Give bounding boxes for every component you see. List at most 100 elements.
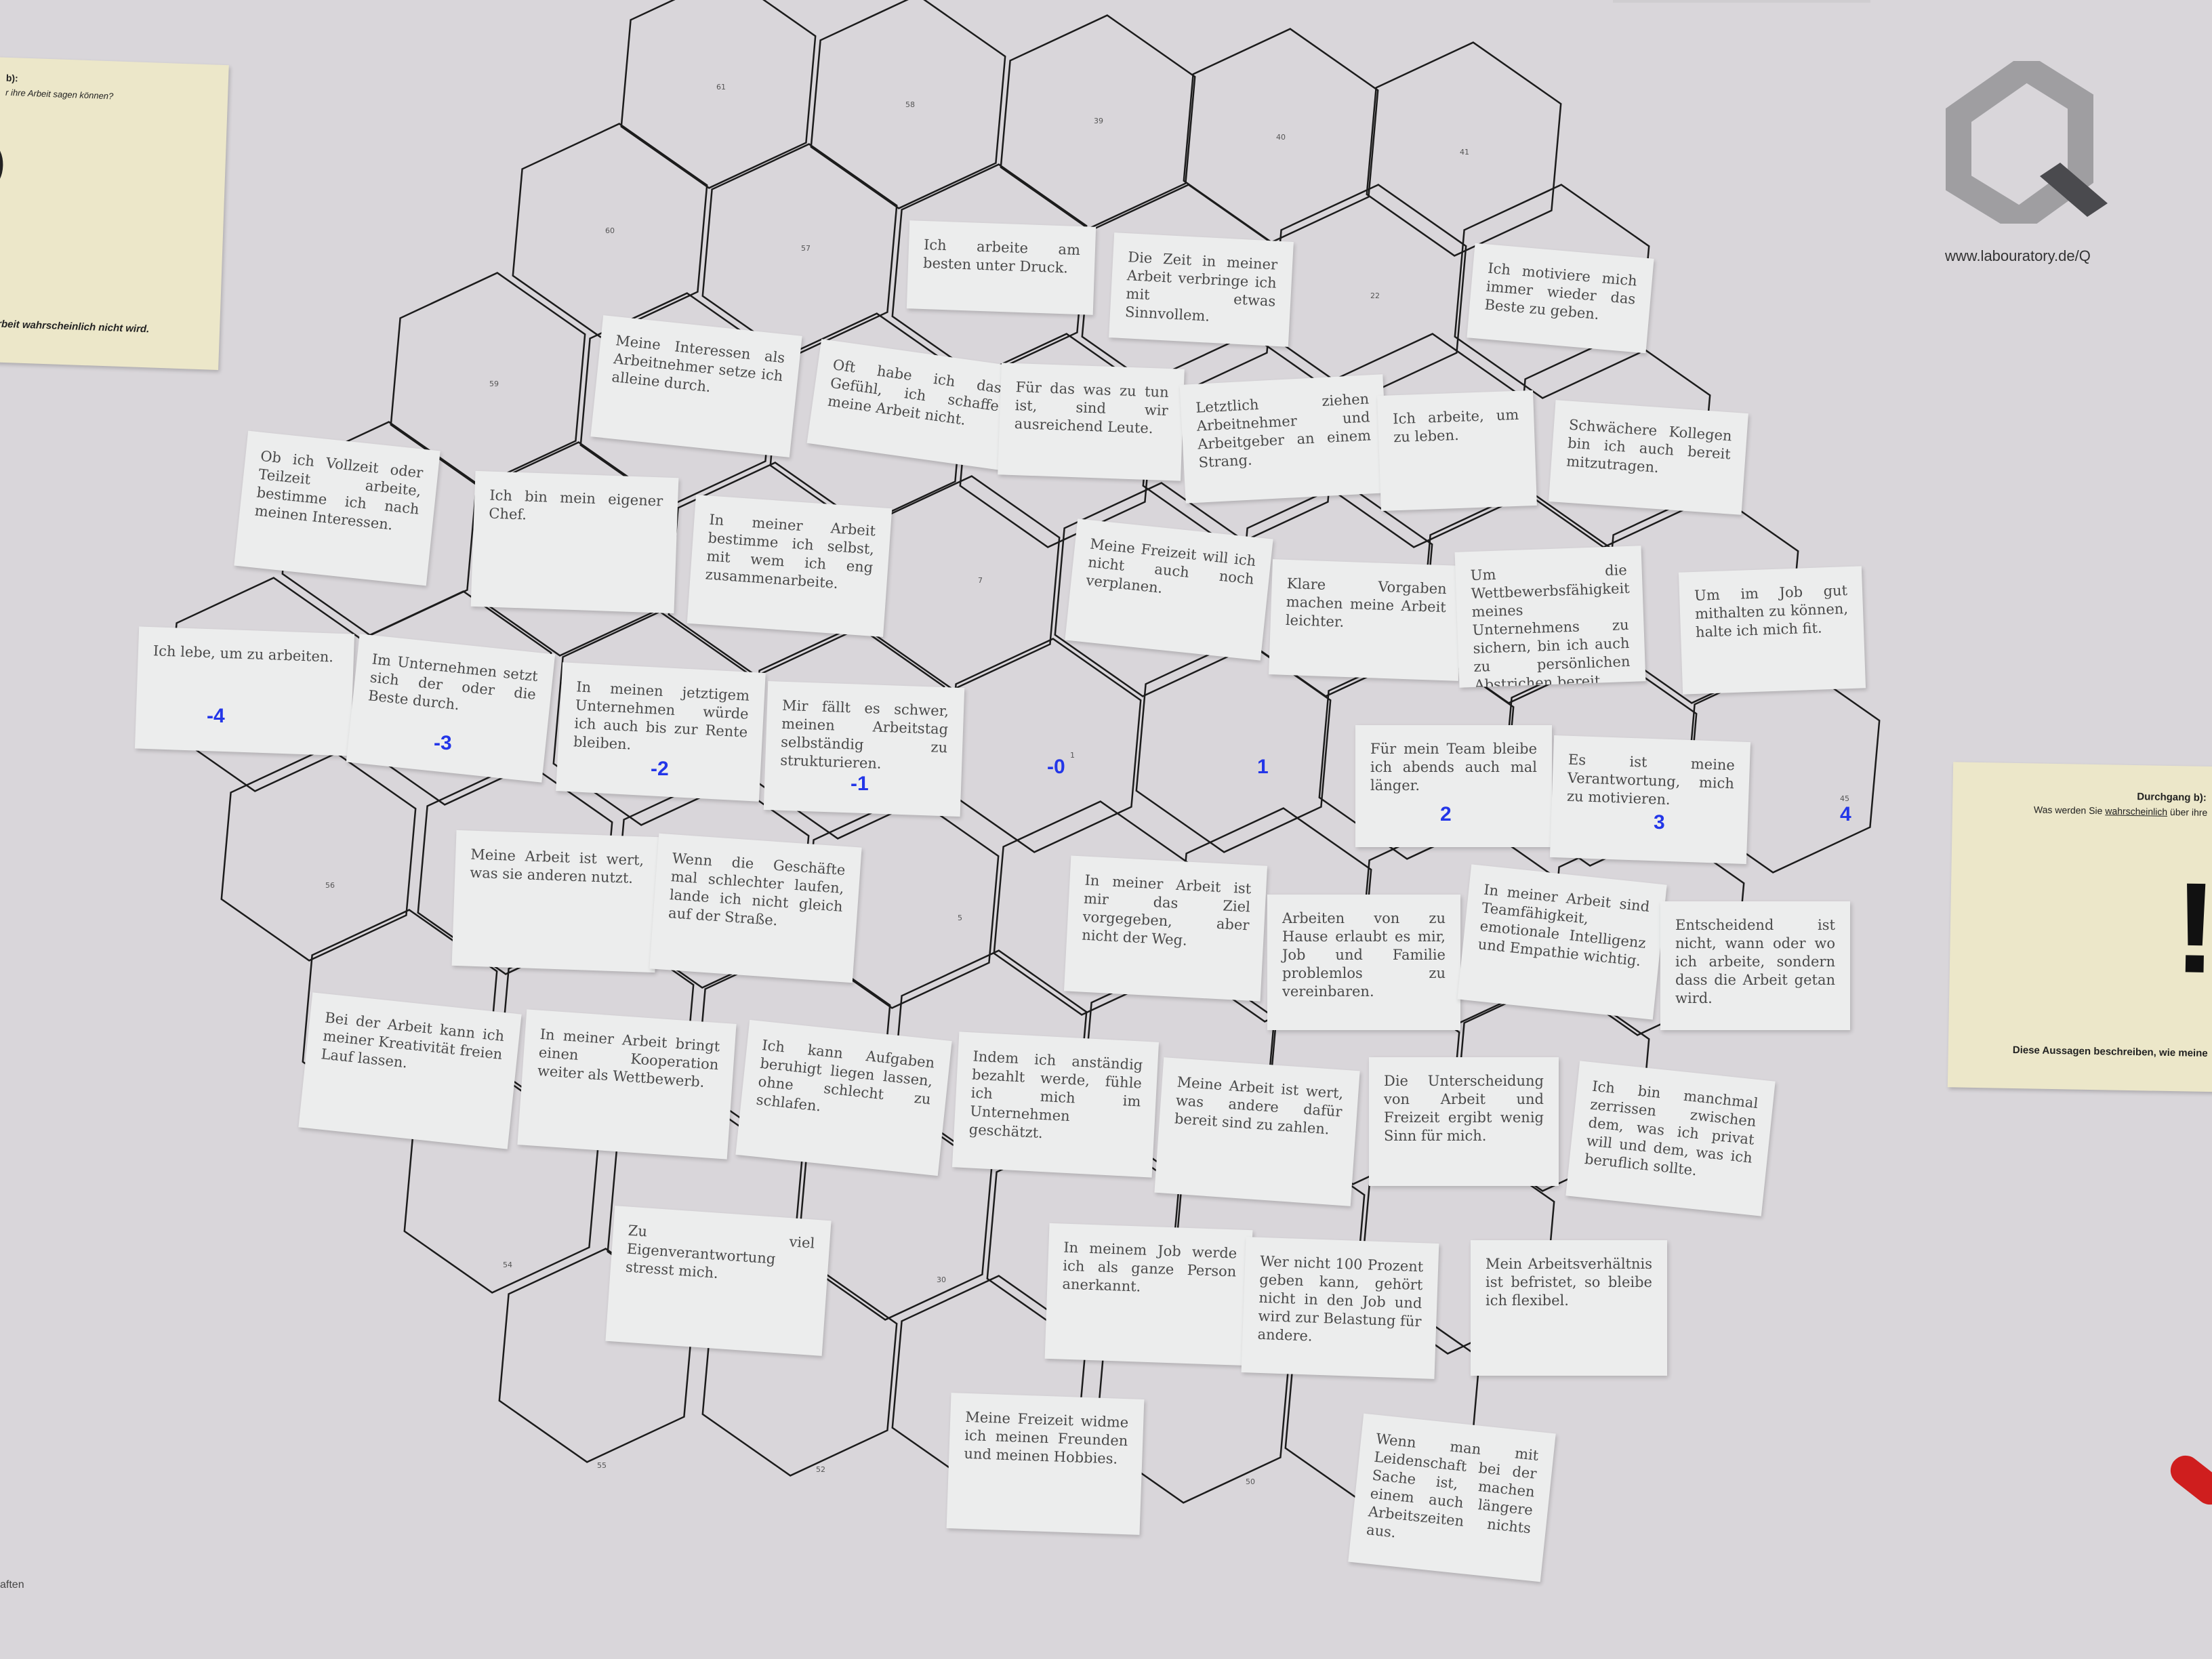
statement-card[interactable]: Wenn man mit Leidenschaft bei der Sache … [1348, 1413, 1556, 1582]
scale-annotation: -1 [851, 773, 869, 795]
statement-card[interactable]: Im Unternehmen setzt sich der oder die B… [346, 634, 556, 783]
statement-text: Für das was zu tun ist, sind wir ausreic… [1014, 379, 1170, 437]
statement-card[interactable]: Ich kann Aufgaben beruhigt liegen lassen… [735, 1019, 952, 1176]
statement-text: Ich bin mein eigener Chef. [488, 487, 663, 523]
hex-cell [579, 292, 776, 508]
hex-cell [810, 0, 1006, 209]
hex-cell [498, 1248, 695, 1463]
statement-card[interactable]: Meine Arbeit ist wert, was andere dafür … [1154, 1057, 1360, 1206]
statement-text: Wenn die Geschäfte mal schlechter laufen… [668, 850, 846, 929]
statement-card[interactable]: Bei der Arbeit kann ich meiner Kreativit… [298, 992, 522, 1149]
statement-card[interactable]: Ob ich Vollzeit oder Teilzeit arbeite, b… [234, 430, 441, 586]
hex-number: 56 [325, 881, 335, 890]
statement-text: In meinem Job werde ich als ganze Person… [1062, 1239, 1237, 1295]
hex-cell [1081, 184, 1277, 399]
hex-number: 50 [1246, 1477, 1255, 1486]
statement-card[interactable]: In meiner Arbeit sind Teamfähigkeit, emo… [1457, 864, 1667, 1020]
statement-card[interactable]: Ich lebe, um zu arbeiten. [134, 626, 355, 756]
statement-card[interactable]: Meine Freizeit widme ich meinen Freunden… [946, 1393, 1145, 1535]
statement-text: In meiner Arbeit bestimme ich selbst, mi… [704, 511, 876, 592]
hex-cell [701, 143, 898, 359]
hex-number: 52 [816, 1465, 825, 1474]
hex-number: 61 [716, 83, 726, 91]
statement-text: Um die Wettbewerbsfähigkeit meines Unter… [1470, 562, 1631, 688]
statement-text: Ich arbeite am besten unter Druck. [922, 236, 1081, 276]
hex-number: 1 [1070, 751, 1075, 760]
statement-card[interactable]: Arbeiten von zu Hause erlaubt es mir, Jo… [1267, 895, 1460, 1030]
statement-card[interactable]: In meinem Job werde ich als ganze Person… [1044, 1223, 1253, 1366]
statement-card[interactable]: Meine Arbeit ist wert, was sie anderen n… [451, 830, 660, 973]
hex-number: 41 [1460, 148, 1469, 157]
statement-card[interactable]: Ich arbeite, um zu leben. [1377, 390, 1537, 511]
scale-annotation: 1 [1257, 756, 1269, 778]
statement-card[interactable]: Ich bin mein eigener Chef. [470, 470, 679, 614]
statement-text: Klare Vorgaben machen meine Arbeit leich… [1285, 575, 1448, 630]
statement-text: Arbeiten von zu Hause erlaubt es mir, Jo… [1282, 910, 1446, 1000]
statement-text: Schwächere Kollegen bin ich auch bereit … [1565, 416, 1733, 476]
statement-text: Die Zeit in meiner Arbeit verbringe ich … [1124, 249, 1278, 325]
statement-card[interactable]: Wenn die Geschäfte mal schlechter laufen… [649, 833, 862, 983]
statement-card[interactable]: Für mein Team bleibe ich abends auch mal… [1355, 725, 1552, 847]
statement-text: Meine Interessen als Arbeitnehmer setze … [611, 332, 786, 396]
statement-card[interactable]: Mir fällt es schwer, meinen Arbeitstag s… [763, 680, 965, 817]
hex-number: 60 [605, 226, 615, 235]
statement-card[interactable]: Letztlich ziehen Arbeitnehmer und Arbeit… [1179, 374, 1389, 504]
statement-card[interactable]: Um im Job gut mithalten zu können, halte… [1678, 566, 1866, 695]
statement-card[interactable]: Ich arbeite am besten unter Druck. [906, 220, 1097, 315]
statement-text: Zu viel Eigenverantwortung stresst mich. [625, 1222, 816, 1282]
statement-text: Mein Arbeitsverhältnis ist befristet, so… [1486, 1256, 1652, 1309]
statement-card[interactable]: Wer nicht 100 Prozent geben kann, gehört… [1241, 1237, 1439, 1379]
bottom-left-fragment: aften [0, 1579, 24, 1591]
hex-cell [945, 638, 1142, 853]
statement-text: Meine Freizeit widme ich meinen Freunden… [964, 1408, 1129, 1467]
statement-text: Ob ich Vollzeit oder Teilzeit arbeite, b… [253, 447, 424, 533]
hex-cell [220, 746, 417, 962]
statement-text: In meiner Arbeit bringt einen Kooperatio… [537, 1025, 721, 1090]
statement-card[interactable]: In meiner Arbeit ist mir das Ziel vorgeg… [1063, 855, 1268, 1002]
statement-text: Ich kann Aufgaben beruhigt liegen lassen… [755, 1037, 936, 1115]
statement-text: Meine Freizeit will ich nicht auch noch … [1085, 535, 1257, 596]
statement-text: Die Unterscheidung von Arbeit und Freize… [1384, 1073, 1544, 1144]
hex-cell [959, 333, 1155, 548]
hex-number: 57 [801, 244, 811, 253]
hex-cell [891, 163, 1088, 379]
statement-card[interactable]: In meiner Arbeit bestimme ich selbst, mi… [687, 495, 893, 637]
hex-number: 5 [958, 914, 962, 922]
statement-text: Im Unternehmen setzt sich der oder die B… [367, 651, 539, 714]
statement-card[interactable]: Meine Freizeit will ich nicht auch noch … [1065, 518, 1273, 661]
statement-card[interactable]: Zu viel Eigenverantwortung stresst mich. [605, 1206, 832, 1356]
statement-card[interactable]: Um die Wettbewerbsfähigkeit meines Unter… [1454, 546, 1646, 688]
statement-card[interactable]: Mein Arbeitsverhältnis ist befristet, so… [1471, 1240, 1667, 1376]
statement-card[interactable]: Schwächere Kollegen bin ich auch bereit … [1549, 400, 1748, 515]
hex-cell [1271, 184, 1467, 399]
statement-text: Um im Job gut mithalten zu können, halte… [1694, 582, 1849, 640]
statement-card[interactable]: In meiner Arbeit bringt einen Kooperatio… [517, 1009, 737, 1160]
statement-text: Es ist meine Verantwortung, mich zu moti… [1566, 751, 1736, 808]
statement-text: Meine Arbeit ist wert, was sie anderen n… [469, 846, 644, 886]
statement-card[interactable]: Es ist meine Verantwortung, mich zu moti… [1549, 735, 1751, 865]
statement-card[interactable]: Meine Interessen als Arbeitnehmer setze … [590, 315, 802, 457]
scale-annotation: -4 [207, 705, 225, 727]
hex-cell [864, 475, 1061, 691]
hex-cell [1183, 28, 1379, 243]
statement-card[interactable]: Für das was zu tun ist, sind wir ausreic… [998, 363, 1185, 481]
scale-annotation: -2 [651, 758, 669, 780]
statement-card[interactable]: Entscheidend ist nicht, wann oder wo ich… [1660, 901, 1850, 1030]
statement-card[interactable]: Klare Vorgaben machen meine Arbeit leich… [1269, 559, 1462, 681]
scale-annotation: -3 [434, 732, 452, 754]
statement-text: Mir fällt es schwer, meinen Arbeitstag s… [779, 697, 949, 772]
q-logo-icon [1946, 61, 2108, 224]
statement-card[interactable]: Ich motiviere mich immer wieder das Best… [1467, 243, 1654, 354]
statement-text: Ich lebe, um zu arbeiten. [152, 642, 334, 665]
statement-card[interactable]: Die Unterscheidung von Arbeit und Freize… [1369, 1057, 1559, 1186]
scale-annotation: -0 [1047, 756, 1065, 778]
hex-cell [620, 0, 817, 189]
statement-card[interactable]: Ich bin manchmal zerrissen zwischen dem,… [1565, 1061, 1776, 1216]
statement-text: Ich bin manchmal zerrissen zwischen dem,… [1583, 1078, 1759, 1179]
statement-text: Meine Arbeit ist wert, was andere dafür … [1174, 1073, 1345, 1138]
statement-card[interactable]: Die Zeit in meiner Arbeit verbringe ich … [1109, 232, 1294, 347]
statement-text: Wenn man mit Leidenschaft bei der Sache … [1366, 1430, 1540, 1541]
scale-annotation: 3 [1654, 811, 1665, 834]
statement-card[interactable]: Indem ich anständig bezahlt werde, fühle… [951, 1031, 1160, 1178]
hex-number: 7 [978, 576, 983, 585]
